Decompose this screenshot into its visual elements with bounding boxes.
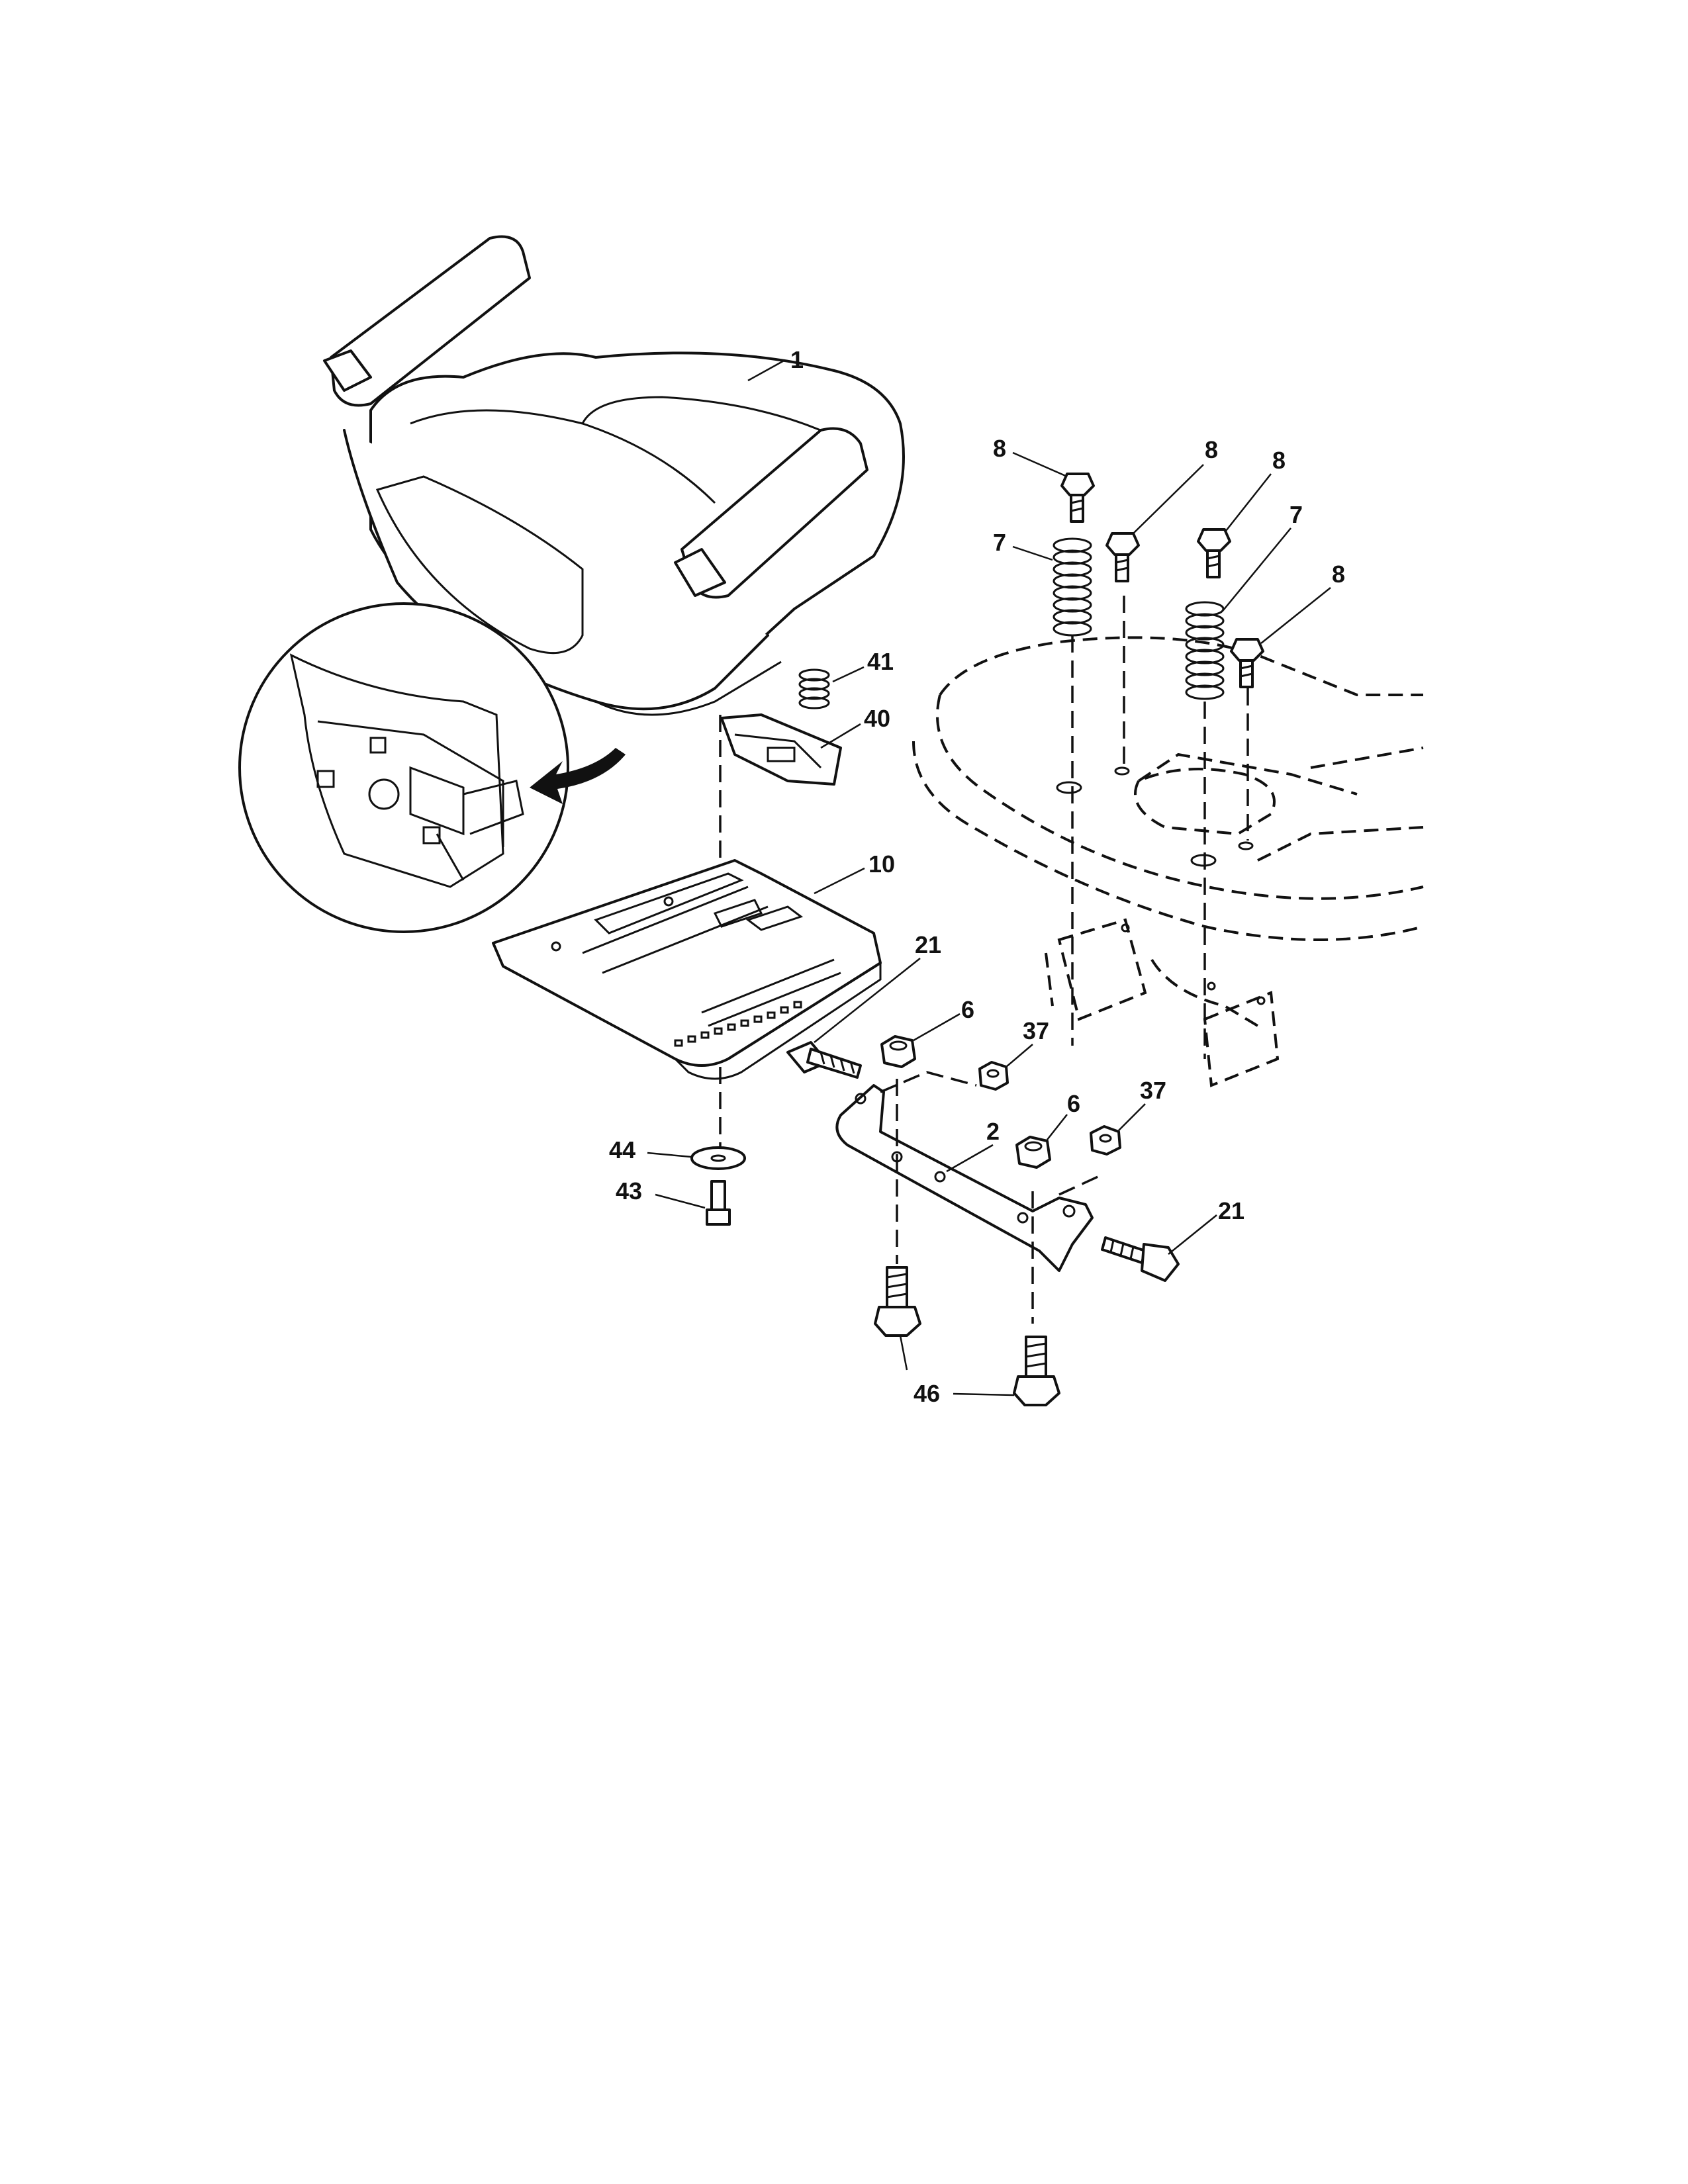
leader-screw bbox=[655, 1193, 706, 1209]
leader-bottom-bolt-a bbox=[899, 1335, 908, 1371]
callout-spring-left: 7 bbox=[993, 529, 1006, 556]
leader-bolt-a bbox=[1012, 451, 1068, 478]
bottom-bolt-left bbox=[874, 1266, 921, 1337]
assembly-line-bracket-d bbox=[1058, 1173, 1103, 1196]
callout-washer: 44 bbox=[609, 1136, 635, 1163]
leader-shoulder-bolt-left bbox=[814, 958, 921, 1043]
bolt-c bbox=[1197, 528, 1231, 578]
bolt-b bbox=[1105, 532, 1140, 582]
detail-inset bbox=[238, 602, 569, 933]
bottom-bolt-right bbox=[1013, 1336, 1060, 1406]
leader-spring-left bbox=[1012, 545, 1053, 561]
leader-locknut-left bbox=[913, 1013, 961, 1042]
callout-switch-plate: 40 bbox=[864, 705, 890, 732]
callout-spring-right: 7 bbox=[1289, 501, 1303, 528]
callout-nut-right: 37 bbox=[1140, 1077, 1166, 1104]
detail-arrow bbox=[530, 748, 626, 804]
callout-shoulder-bolt-left: 21 bbox=[915, 931, 941, 958]
bolt-a bbox=[1060, 473, 1095, 523]
leader-switch-spring bbox=[832, 666, 865, 683]
leader-bolt-d bbox=[1260, 587, 1331, 644]
tractor-frame-phantom bbox=[912, 636, 1424, 1087]
callout-bottom-bolt: 46 bbox=[914, 1380, 940, 1407]
adjust-holes bbox=[674, 1001, 802, 1047]
callout-shoulder-bolt-right: 21 bbox=[1218, 1197, 1244, 1224]
callout-seat: 1 bbox=[790, 346, 804, 373]
leader-nut-left bbox=[1006, 1044, 1033, 1068]
seat-pan bbox=[492, 859, 882, 1080]
leader-seat-pan bbox=[814, 867, 865, 895]
callout-nut-left: 37 bbox=[1023, 1017, 1049, 1044]
nut-left bbox=[978, 1061, 1009, 1091]
leader-nut-right bbox=[1118, 1103, 1146, 1131]
callout-bolt-d: 8 bbox=[1332, 561, 1345, 588]
leader-bottom-bolt-b bbox=[953, 1392, 1015, 1396]
callout-switch-spring: 41 bbox=[867, 648, 894, 675]
callout-screw: 43 bbox=[616, 1177, 642, 1205]
callout-locknut-left: 6 bbox=[961, 996, 974, 1023]
shoulder-bolt-left bbox=[786, 1041, 862, 1079]
nut-right bbox=[1090, 1125, 1121, 1156]
switch-spring bbox=[798, 668, 830, 709]
leader-washer bbox=[647, 1152, 692, 1158]
bolt-d bbox=[1230, 638, 1264, 688]
locknut-left bbox=[880, 1035, 916, 1068]
leader-bolt-c bbox=[1225, 473, 1272, 531]
leader-bracket bbox=[946, 1144, 994, 1173]
callout-bolt-b: 8 bbox=[1205, 436, 1218, 463]
leader-locknut-right bbox=[1047, 1114, 1068, 1140]
washer bbox=[690, 1146, 746, 1170]
callout-bolt-c: 8 bbox=[1272, 447, 1286, 474]
leader-bolt-b bbox=[1133, 464, 1204, 534]
leader-shoulder-bolt-right bbox=[1168, 1214, 1217, 1255]
callout-bracket: 2 bbox=[986, 1118, 1000, 1145]
callout-seat-pan: 10 bbox=[868, 850, 895, 878]
seat bbox=[323, 235, 905, 716]
callout-bolt-a: 8 bbox=[993, 435, 1006, 462]
leader-seat bbox=[747, 359, 786, 382]
bracket bbox=[835, 1084, 1094, 1272]
spring-left bbox=[1053, 537, 1092, 637]
assembly-line-bracket-c bbox=[880, 1071, 977, 1093]
leader-switch-plate bbox=[820, 723, 861, 749]
callout-locknut-right: 6 bbox=[1067, 1090, 1080, 1117]
shoulder-bolt-right bbox=[1101, 1236, 1180, 1282]
switch-plate bbox=[720, 713, 842, 786]
leader-spring-right bbox=[1223, 527, 1291, 611]
locknut-right bbox=[1015, 1136, 1051, 1169]
screw bbox=[706, 1180, 731, 1226]
spring-right bbox=[1185, 601, 1225, 700]
